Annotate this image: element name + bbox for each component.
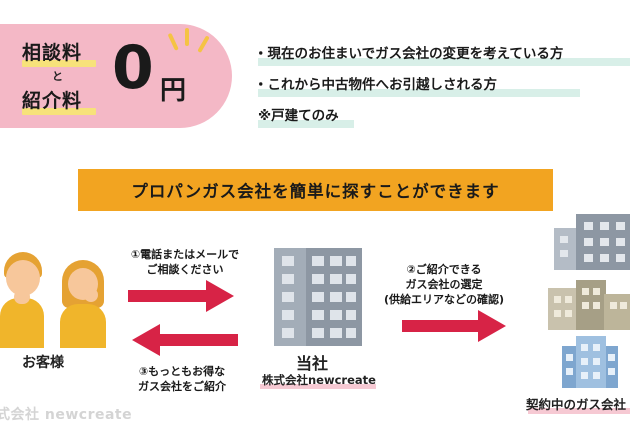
condition-item: ・これから中古物件へお引越しされる方 <box>254 77 497 93</box>
step1-line: ご相談ください <box>146 263 224 276</box>
company-full-name: 株式会社newcreate <box>262 373 376 387</box>
step1-label: ①電話またはメールで ご相談ください <box>114 247 256 277</box>
step2-line: ②ご紹介できる <box>406 263 482 276</box>
step2-label: ②ご紹介できる ガス会社の選定 (供給エリアなどの確認) <box>376 262 512 307</box>
company-name: 当社 <box>296 354 329 373</box>
condition-highlight <box>258 58 630 66</box>
fee-amount: 0 <box>112 33 154 103</box>
fee-currency: 円 <box>160 76 187 106</box>
gas-company-highlight <box>528 408 630 414</box>
company-building-icon <box>274 248 362 346</box>
company-highlight <box>260 384 376 389</box>
step2-line: ガス会社の選定 <box>405 278 483 291</box>
step3-line: ③もっともお得な <box>138 365 226 378</box>
arrow-right-icon <box>402 310 506 342</box>
step2-line: (供給エリアなどの確認) <box>383 293 505 306</box>
sparkle-icon <box>185 28 189 46</box>
step3-line: ガス会社をご紹介 <box>138 380 226 393</box>
woman-body <box>60 304 106 348</box>
gas-company-building-icon <box>562 336 618 388</box>
introduction-fee-label: 紹介料 <box>22 90 83 112</box>
step3-label: ③もっともお得な ガス会社をご紹介 <box>116 364 248 394</box>
man-hand <box>14 290 30 304</box>
contracted-gas-company-label: 契約中のガス会社 <box>526 397 627 412</box>
condition-highlight <box>258 89 580 97</box>
consultation-fee-label: 相談料 <box>22 42 83 64</box>
condition-highlight <box>258 120 354 128</box>
gas-company-building-icon <box>554 214 630 270</box>
company-logo: 式会社 newcreate <box>0 407 133 423</box>
condition-item: ※戸建てのみ <box>258 108 339 124</box>
condition-item: ・現在のお住まいでガス会社の変更を考えている方 <box>254 46 564 62</box>
arrow-left-icon <box>132 324 238 356</box>
man-body <box>0 298 44 348</box>
step1-line: ①電話またはメールで <box>130 248 240 261</box>
customers-label: お客様 <box>22 355 64 371</box>
and-label: と <box>52 70 63 83</box>
headline-banner: プロパンガス会社を簡単に探すことができます <box>78 169 553 211</box>
gas-company-building-icon <box>548 280 630 330</box>
woman-hand <box>84 288 98 302</box>
consultation-underline <box>22 60 96 67</box>
introduction-underline <box>22 108 96 115</box>
arrow-right-icon <box>128 280 234 312</box>
customers-illustration <box>0 248 110 348</box>
